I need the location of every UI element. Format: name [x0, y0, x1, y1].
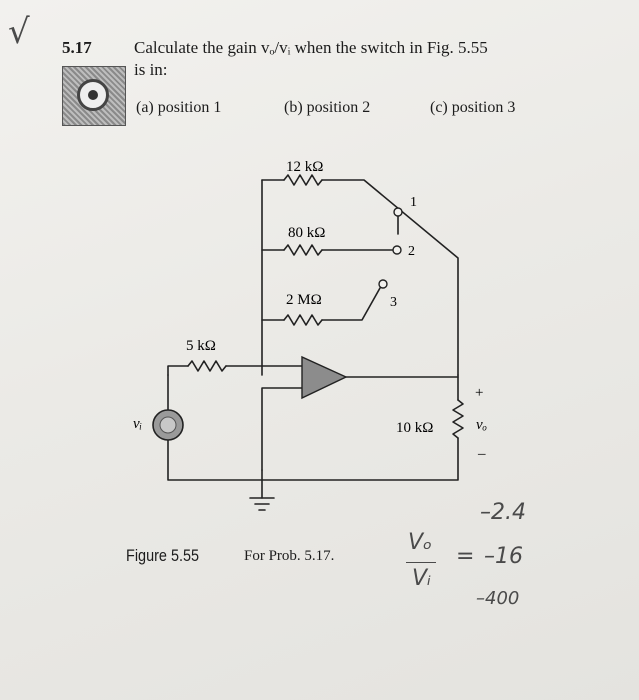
label-switch-3: 3 — [390, 295, 397, 310]
problem-text-line1: Calculate the gain vₒ/vᵢ when the switch… — [134, 38, 488, 57]
label-r10k: 10 kΩ — [396, 420, 433, 436]
problem-text-line2: is in: — [134, 60, 168, 79]
label-output-minus: – — [477, 446, 486, 462]
label-switch-1: 1 — [410, 195, 417, 210]
figure-caption: For Prob. 5.17. — [244, 548, 335, 564]
logo-dot — [88, 90, 98, 100]
problem-number: 5.17 — [62, 38, 92, 57]
resistor-2m — [283, 314, 323, 326]
label-r80k: 80 kΩ — [288, 225, 325, 241]
handwritten-fraction-bar — [406, 562, 436, 563]
resistor-12k — [283, 174, 323, 186]
figure-label: Figure 5.55 — [126, 546, 200, 565]
label-output: vₒ — [476, 417, 487, 433]
switch-contact-3 — [378, 279, 388, 289]
handwritten-answer-c: –400 — [476, 588, 520, 609]
handwritten-checkmark: √ — [8, 12, 30, 52]
handwritten-equals: = — [456, 544, 475, 569]
wire-load-bottom — [261, 437, 459, 481]
part-c: (c) position 3 — [430, 99, 516, 116]
switch-contact-2 — [392, 245, 402, 255]
handwritten-answer-a: –2.4 — [480, 500, 526, 525]
label-source: vᵢ — [133, 416, 142, 432]
part-b: (b) position 2 — [284, 99, 371, 116]
handwritten-ratio-numerator: Vₒ — [408, 530, 433, 555]
label-r12k: 12 kΩ — [286, 159, 323, 175]
wire-noninverting — [261, 387, 303, 471]
resistor-80k — [283, 244, 323, 256]
switch-contact-1 — [393, 207, 403, 217]
label-output-plus: + — [475, 385, 483, 401]
part-a: (a) position 1 — [136, 99, 222, 116]
label-switch-2: 2 — [408, 244, 415, 259]
wire-2m-right — [321, 287, 381, 321]
label-r2m: 2 MΩ — [286, 292, 322, 308]
opamp-triangle — [301, 355, 348, 400]
wire-12k-right — [321, 179, 459, 376]
ground-symbol — [249, 497, 275, 511]
wire-source-bottom — [167, 439, 263, 481]
wire-input-top — [167, 365, 189, 376]
label-r5k: 5 kΩ — [186, 338, 216, 354]
resistor-10k — [452, 399, 464, 439]
handwritten-answer-b: –16 — [484, 544, 523, 569]
voltage-source-inner — [159, 416, 177, 434]
textbook-logo-icon — [62, 66, 126, 126]
handwritten-ratio-denominator: Vᵢ — [412, 566, 431, 591]
resistor-5k — [187, 360, 227, 372]
